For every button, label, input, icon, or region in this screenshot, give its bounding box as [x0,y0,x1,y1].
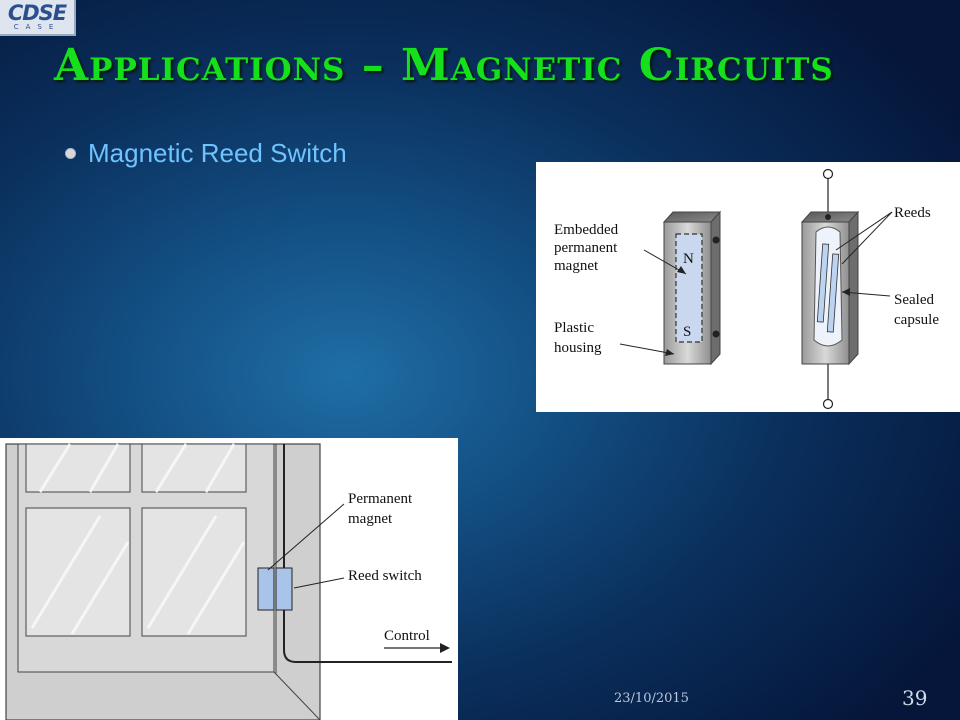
reed-switch-label: Reed switch [348,568,422,584]
sealed-label-line2: capsule [894,312,939,328]
frame-corner [273,671,321,720]
bullet-item: Magnetic Reed Switch [66,138,347,169]
bullet-list: Magnetic Reed Switch [66,138,347,169]
embedded-magnet [675,233,703,343]
reed-switch-diagram: N S Embedded permanent magnet Plastic ho… [554,168,939,410]
arrow-head-icon [665,349,674,356]
terminal-icon [822,398,834,410]
window-pane [141,507,247,637]
leader-line [841,211,893,265]
reed-right [826,253,840,333]
permanent-label-line1: Permanent [348,491,413,507]
window-pane [25,507,131,637]
sealed-label-line1: Sealed [894,292,934,308]
terminal-icon [822,168,834,180]
housing-top [662,211,722,223]
embedded-label-line3: magnet [554,258,599,274]
reed-switch [275,567,293,611]
arrow-head-icon [677,266,686,274]
window-reed-figure: Permanent magnet Reed switch Control [0,438,458,720]
leader-line [267,503,345,571]
reed-switch-figure: N S Embedded permanent magnet Plastic ho… [536,162,960,412]
slide-number: 39 [902,686,928,710]
reed-left [816,243,830,323]
logo-text: CDSE [7,1,67,25]
leader-line [293,577,345,589]
embedded-label-line2: permanent [554,240,618,256]
arrow-right-icon [440,643,450,653]
embedded-label-line1: Embedded [554,222,619,238]
reeds-label: Reeds [894,205,931,221]
bullet-text: Magnetic Reed Switch [88,138,347,168]
permanent-label-line2: magnet [348,511,393,527]
leader-line [835,211,893,251]
slide-title: Applications – Magnetic Circuits [54,40,834,91]
window-diagram: Permanent magnet Reed switch Control [5,443,452,720]
pole-s-label: S [683,324,691,340]
plastic-label-line1: Plastic [554,320,594,336]
leader-line [619,343,675,355]
arrow-head-icon [842,288,850,296]
mount-hole-icon [712,236,720,244]
permanent-magnet [257,567,275,611]
control-wire [283,444,452,663]
mount-hole-icon [712,330,720,338]
slide-date: 23/10/2015 [614,691,689,706]
logo: CDSE CASE [0,0,76,36]
logo-subtext: CASE [13,23,61,31]
lead-hole-icon [825,214,831,220]
capsule-block-side [848,210,859,366]
control-label: Control [384,628,430,644]
bullet-icon [66,149,75,158]
housing-side [710,210,721,366]
plastic-label-line2: housing [554,340,602,356]
pole-n-label: N [683,251,694,267]
